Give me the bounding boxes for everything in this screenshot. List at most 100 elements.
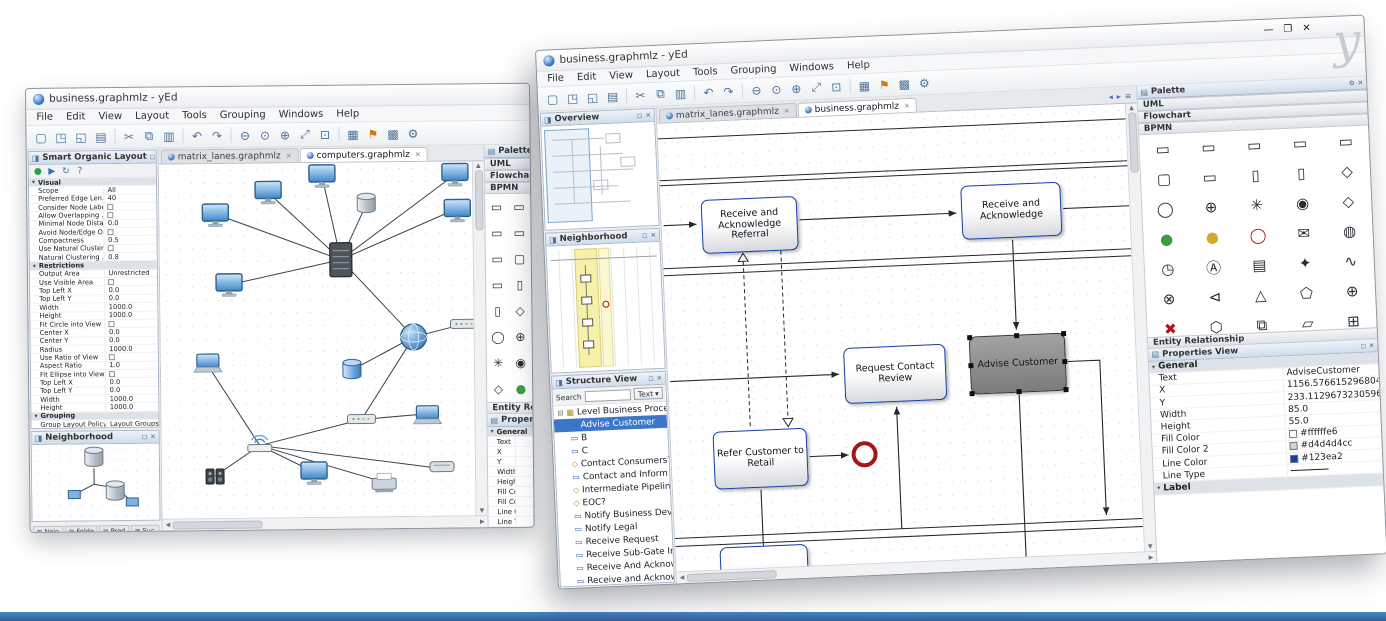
scroll-up-icon[interactable]: ▲ — [475, 162, 481, 170]
back-palette-shape-15[interactable]: ● — [515, 381, 527, 396]
scroll-right-icon[interactable]: ▶ — [479, 518, 485, 526]
front-menu-windows[interactable]: Windows — [789, 61, 835, 75]
layout-property-value[interactable] — [105, 352, 158, 361]
selection-handle[interactable] — [1014, 333, 1020, 339]
layout-layout-help-icon[interactable]: ? — [77, 165, 83, 176]
back-properties-property-value[interactable] — [515, 446, 533, 456]
layout-property-value[interactable] — [104, 277, 158, 286]
front-flag-icon[interactable]: ⚑ — [878, 77, 890, 92]
front-palette-shape-15[interactable]: ● — [1159, 229, 1174, 249]
front-menu-layout[interactable]: Layout — [645, 67, 681, 81]
tab-close-icon[interactable]: ✕ — [414, 150, 421, 159]
front-palette-shape-6[interactable]: ▭ — [1202, 167, 1218, 187]
back-properties-property-value[interactable] — [515, 436, 533, 446]
checkbox[interactable] — [107, 212, 114, 219]
back-copy-icon[interactable]: ⧉ — [144, 128, 154, 143]
front-open-file-icon[interactable]: ◳ — [566, 90, 579, 106]
front-settings-icon[interactable]: ⚙ — [918, 75, 930, 91]
checkbox[interactable] — [109, 370, 116, 377]
back-palette-shape-2[interactable]: ▭ — [491, 226, 503, 241]
front-undo-icon[interactable]: ↶ — [703, 84, 714, 100]
front-palette-shape-3[interactable]: ▭ — [1292, 134, 1308, 153]
minimize-button[interactable]: — — [1263, 23, 1274, 36]
front-print-icon[interactable]: ▤ — [606, 88, 619, 104]
front-palette-shape-22[interactable]: ▤ — [1251, 255, 1267, 275]
front-palette-shape-25[interactable]: ⊗ — [1162, 289, 1176, 309]
front-palette-shape-10[interactable]: ◯ — [1156, 199, 1175, 219]
panel-close-icon[interactable]: ✕ — [1357, 78, 1364, 87]
structure-search-input[interactable] — [584, 388, 632, 402]
back-menu-edit[interactable]: Edit — [65, 111, 86, 123]
selection-handle[interactable] — [1061, 331, 1067, 337]
selection-handle[interactable] — [1063, 387, 1069, 393]
panel-close-icon[interactable]: ✕ — [650, 230, 657, 240]
back-menu-tools[interactable]: Tools — [182, 110, 207, 122]
scroll-left-icon[interactable]: ◀ — [165, 521, 171, 529]
front-redo-icon[interactable]: ↷ — [723, 84, 734, 99]
scroll-thumb[interactable] — [474, 170, 484, 231]
section-collapse-icon[interactable]: ▾ — [490, 428, 494, 436]
back-palette-shape-4[interactable]: ▭ — [491, 252, 503, 267]
back-properties-header[interactable]: ▤ Properties View — [487, 413, 533, 428]
checkbox[interactable] — [109, 353, 116, 361]
back-palette-shape-14[interactable]: ◇ — [493, 382, 504, 397]
overview-preview[interactable] — [541, 121, 659, 230]
dock-tab-neig[interactable]: ▦Neig... — [32, 525, 64, 533]
bpmn-node-refer-customer-to-retail[interactable]: Refer Customer to Retail — [712, 427, 809, 490]
layout-property-value[interactable]: 1.0 — [105, 361, 158, 370]
dock-tab-pred[interactable]: ▦Pred... — [98, 524, 130, 533]
back-palette-shape-7[interactable]: ▯ — [516, 277, 524, 292]
layout-reset-layout-icon[interactable]: ↻ — [62, 166, 70, 177]
front-palette-shape-21[interactable]: Ⓐ — [1205, 258, 1222, 278]
tab-close-icon[interactable]: ✕ — [285, 151, 292, 160]
layout-property-value[interactable]: 1000.0 — [105, 394, 159, 403]
layout-property-value[interactable] — [104, 244, 157, 253]
front-palette-shape-30[interactable]: ✖ — [1163, 319, 1178, 337]
front-cut-icon[interactable]: ✂ — [635, 87, 646, 103]
layout-property-value[interactable]: 1000.0 — [104, 311, 158, 320]
back-properties-property-value[interactable] — [515, 466, 534, 476]
bpmn-node-receive-and-acknowledge[interactable]: Receive and Acknowledge — [960, 181, 1063, 240]
back-menu-view[interactable]: View — [98, 110, 123, 123]
front-palette-shape-2[interactable]: ▭ — [1246, 136, 1262, 155]
front-paste-icon[interactable]: ▥ — [674, 86, 687, 101]
bpmn-node-receive-and-acknowledge-referral[interactable]: Receive and Acknowledge Referral — [700, 195, 799, 255]
smart-organic-layout-header[interactable]: ◨ Smart Organic Layout ◻✕ — [28, 150, 156, 165]
front-menu-view[interactable]: View — [609, 69, 634, 82]
front-palette-shape-12[interactable]: ✳ — [1250, 196, 1264, 215]
back-palette-shape-11[interactable]: ⊕ — [515, 329, 526, 344]
front-menu-edit[interactable]: Edit — [576, 71, 597, 84]
section-collapse-icon[interactable]: ▾ — [1151, 363, 1156, 371]
front-palette-shape-8[interactable]: ▯ — [1296, 164, 1306, 183]
front-palette-shape-28[interactable]: ⬠ — [1299, 283, 1314, 303]
front-palette-shape-26[interactable]: ⊲ — [1208, 287, 1222, 307]
tab-close-icon[interactable]: ✕ — [783, 106, 790, 115]
layout-property-value[interactable]: 1000.0 — [104, 302, 158, 311]
front-palette-shape-19[interactable]: ◍ — [1342, 222, 1357, 241]
checkbox[interactable] — [107, 228, 115, 235]
tab-scroll-left-icon[interactable]: ◂ — [1108, 92, 1114, 102]
back-menu-grouping[interactable]: Grouping — [219, 109, 266, 121]
checkbox[interactable] — [108, 320, 115, 327]
back-open-file-icon[interactable]: ◳ — [55, 130, 67, 145]
selection-handle[interactable] — [967, 335, 973, 341]
bpmn-node-advise-customer[interactable]: Advise Customer — [967, 331, 1069, 397]
front-palette-toggle-icon[interactable]: ▩ — [898, 76, 911, 91]
back-save-icon[interactable]: ◱ — [75, 129, 87, 144]
back-palette-group-flowchart[interactable]: Flowchart — [484, 169, 531, 183]
layout-property-value[interactable]: All — [103, 185, 157, 194]
panel-float-icon[interactable]: ◻ — [642, 231, 648, 240]
front-palette-shape-29[interactable]: ⊕ — [1345, 282, 1359, 301]
front-grid-icon[interactable]: ▦ — [858, 78, 871, 93]
back-palette-shape-5[interactable]: ▢ — [513, 251, 526, 266]
scroll-thumb[interactable] — [686, 569, 777, 582]
scroll-thumb[interactable] — [172, 520, 263, 529]
back-tab-matrix-lanes-graphmlz[interactable]: matrix_lanes.graphmlz✕ — [160, 148, 299, 164]
front-palette-shape-7[interactable]: ▯ — [1250, 166, 1261, 185]
back-palette-group-uml[interactable]: UML — [484, 157, 530, 171]
tab-menu-icon[interactable]: ≡ — [1124, 91, 1132, 101]
back-properties-property-value[interactable] — [515, 516, 534, 526]
section-collapse-icon[interactable]: ▾ — [32, 262, 36, 270]
front-palette-shape-23[interactable]: ✦ — [1298, 254, 1312, 273]
back-palette-shape-1[interactable]: ▭ — [513, 199, 525, 214]
